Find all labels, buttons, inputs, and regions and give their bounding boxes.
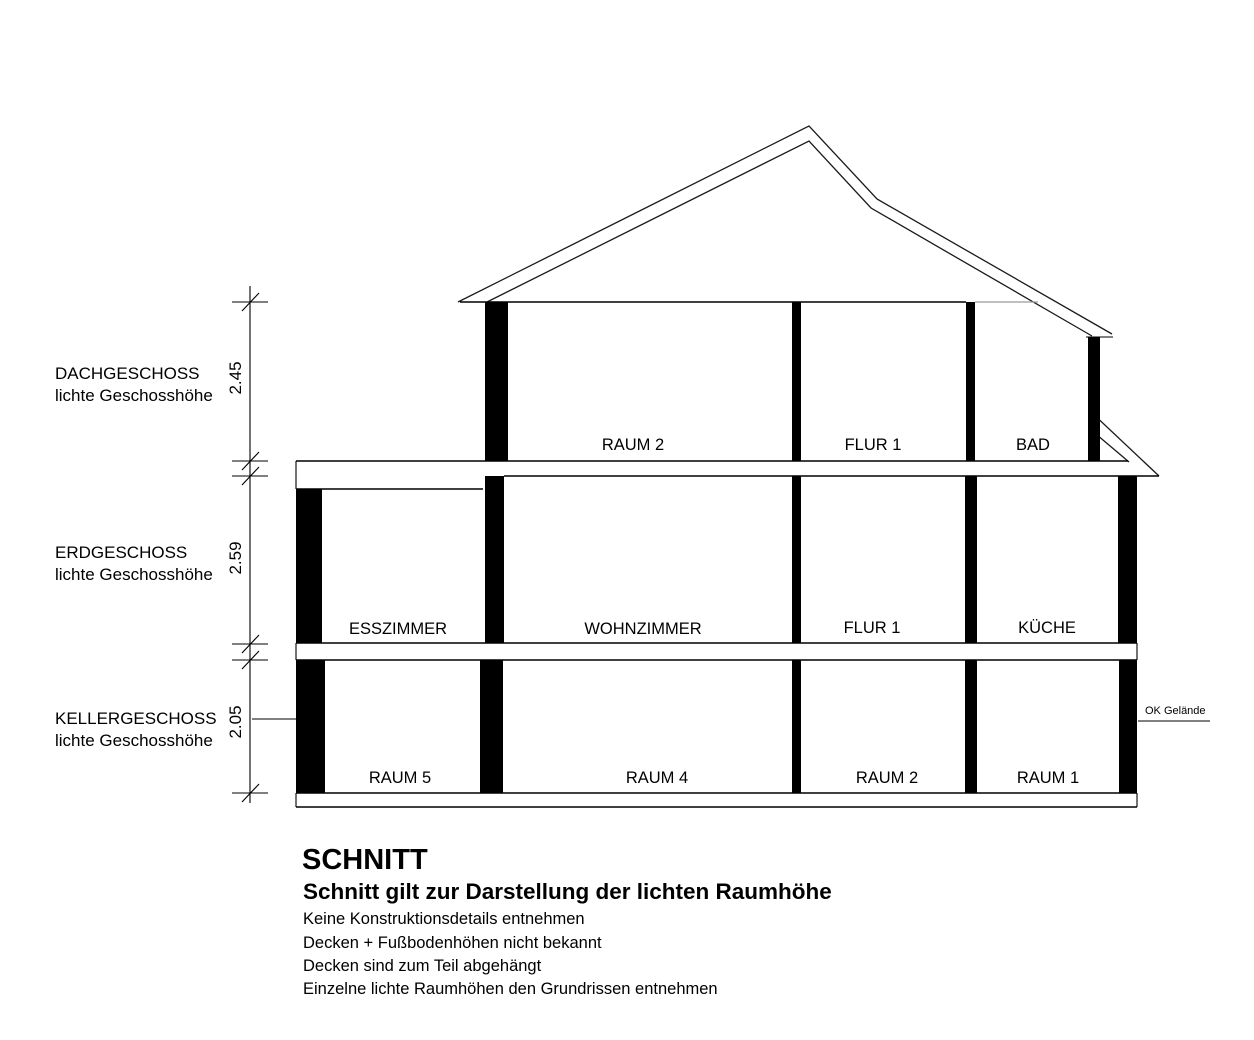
wall — [966, 302, 975, 461]
room-label-dg-flur1: FLUR 1 — [845, 436, 902, 454]
dimension-tick — [232, 292, 268, 312]
room-label-kg-raum2: RAUM 2 — [856, 769, 918, 787]
dimension-tick — [232, 783, 268, 803]
lower-roof-outer-line — [1089, 410, 1160, 477]
dimension-tick — [232, 451, 268, 471]
roof-outer-line — [457, 125, 1113, 335]
walls — [296, 302, 1137, 793]
room-label-kg-raum4: RAUM 4 — [626, 769, 688, 787]
floor-label-dachgeschoss: DACHGESCHOSS — [55, 364, 200, 383]
wall — [1119, 660, 1137, 793]
room-label-kg-raum5: RAUM 5 — [369, 769, 431, 787]
dim-value-erdgeschoss: 2.59 — [226, 541, 245, 574]
room-labels: RAUM 2 FLUR 1 BAD ESSZIMMER WOHNZIMMER F… — [349, 436, 1079, 787]
wall — [1088, 337, 1100, 461]
floor-label-kellergeschoss: KELLERGESCHOSS — [55, 709, 217, 728]
dimension-tick — [232, 634, 268, 654]
dimension-tick — [232, 650, 268, 670]
room-label-eg-esszimmer: ESSZIMMER — [349, 620, 447, 638]
wall — [965, 476, 977, 643]
floor-labels: DACHGESCHOSS lichte Geschosshöhe ERDGESC… — [55, 364, 217, 750]
drawing-subtitle: Schnitt gilt zur Darstellung der lichten… — [303, 879, 832, 904]
drawing-note: Decken sind zum Teil abgehängt — [303, 957, 542, 975]
dim-value-kellergeschoss: 2.05 — [226, 705, 245, 738]
wall — [485, 476, 504, 643]
floor-sublabel-erdgeschoss: lichte Geschosshöhe — [55, 565, 213, 584]
floor-label-erdgeschoss: ERDGESCHOSS — [55, 543, 187, 562]
drawing-note: Keine Konstruktionsdetails entnehmen — [303, 910, 585, 928]
floor-sublabel-dachgeschoss: lichte Geschosshöhe — [55, 386, 213, 405]
drawing-note: Einzelne lichte Raumhöhen den Grundrisse… — [303, 980, 718, 998]
wall — [1118, 476, 1137, 643]
roof-inner-line — [486, 140, 1093, 337]
roof-outline — [457, 125, 1160, 477]
dim-value-dachgeschoss: 2.45 — [226, 361, 245, 394]
ground-level-label: OK Gelände — [1145, 705, 1206, 717]
wall — [965, 660, 977, 793]
wall — [792, 302, 801, 461]
wall — [480, 660, 503, 793]
drawing-title: SCHNITT — [302, 844, 428, 876]
dimension-line — [232, 286, 296, 803]
drawing-note: Decken + Fußbodenhöhen nicht bekannt — [303, 934, 602, 952]
wall — [792, 476, 801, 643]
wall — [296, 660, 325, 793]
room-label-dg-bad: BAD — [1016, 436, 1050, 454]
wall — [792, 660, 801, 793]
room-label-eg-wohnzimmer: WOHNZIMMER — [584, 620, 701, 638]
ground-level-marker: OK Gelände — [1138, 705, 1210, 722]
room-label-eg-kueche: KÜCHE — [1018, 619, 1076, 637]
floor-sublabel-kellergeschoss: lichte Geschosshöhe — [55, 731, 213, 750]
dimension-tick — [232, 466, 268, 486]
room-label-kg-raum1: RAUM 1 — [1017, 769, 1079, 787]
room-label-dg-raum2: RAUM 2 — [602, 436, 664, 454]
structure-lines — [295, 301, 1159, 808]
wall — [296, 489, 322, 643]
wall — [485, 302, 508, 461]
title-block: SCHNITT Schnitt gilt zur Darstellung der… — [302, 844, 832, 998]
room-label-eg-flur1: FLUR 1 — [844, 619, 901, 637]
